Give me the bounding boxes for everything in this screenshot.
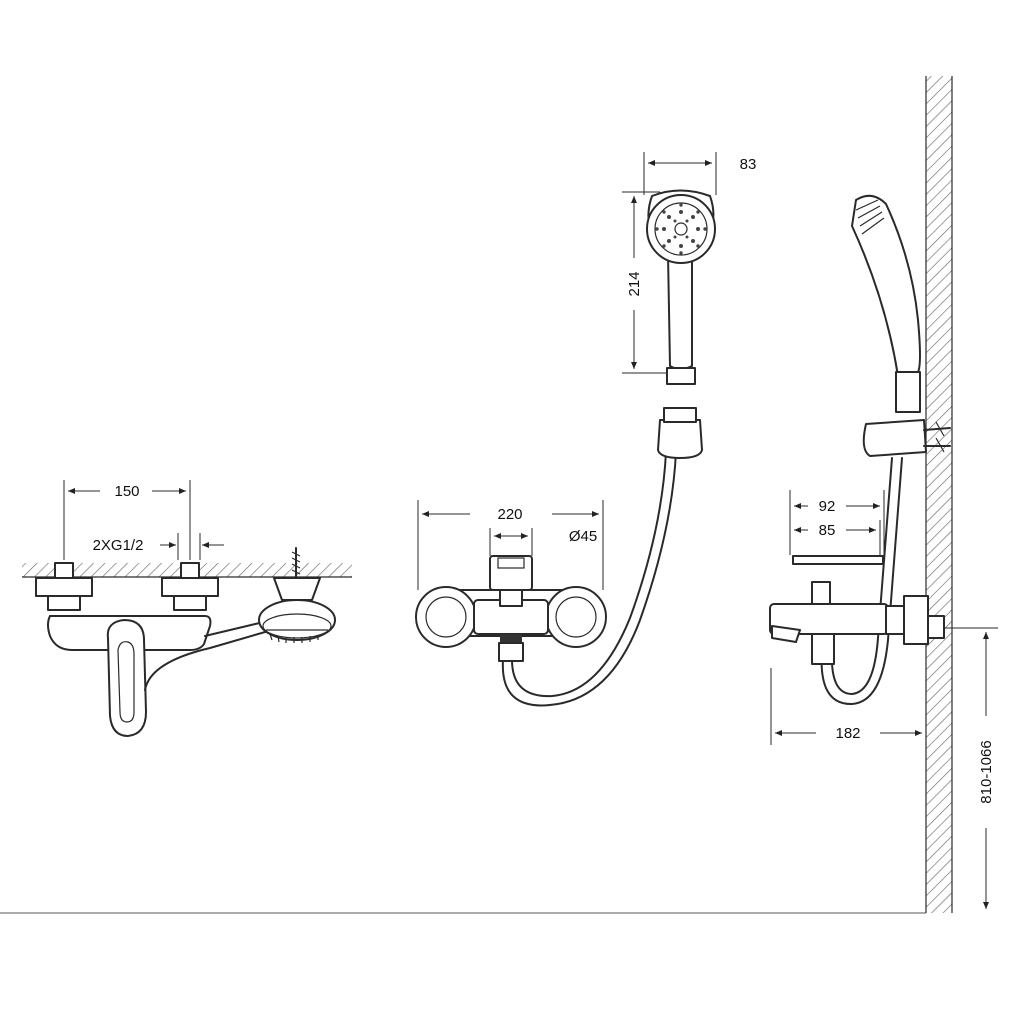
label-214: 214 xyxy=(626,271,643,296)
dim-85 xyxy=(794,520,881,555)
top-view: 150 2XG1/2 xyxy=(22,480,352,737)
label-150: 150 xyxy=(114,483,139,500)
mixer-lever-top xyxy=(106,619,147,737)
dim-220 xyxy=(417,500,604,590)
mixer-body-front xyxy=(415,555,607,662)
label-92: 92 xyxy=(819,498,836,515)
label-diameter: Ø45 xyxy=(569,528,597,545)
side-view: 92 85 182 810-1066 xyxy=(769,194,998,909)
label-182: 182 xyxy=(835,725,860,742)
dim-92 xyxy=(789,490,885,555)
hose-front xyxy=(501,451,677,707)
dim-thread xyxy=(160,533,224,560)
dim-83 xyxy=(643,152,717,195)
dim-diameter xyxy=(489,528,533,556)
handshower-front xyxy=(646,189,716,385)
label-220: 220 xyxy=(497,506,522,523)
dim-214 xyxy=(622,191,668,374)
mixer-body-side xyxy=(769,555,945,665)
connector-right xyxy=(161,562,219,611)
holder-front xyxy=(657,407,703,459)
connector-left xyxy=(35,562,93,611)
label-810-1066: 810-1066 xyxy=(978,740,995,803)
dim-810-1066 xyxy=(944,627,998,909)
holder-side xyxy=(862,419,951,457)
dim-150 xyxy=(63,480,191,560)
handshower-top xyxy=(258,599,336,643)
dim-182 xyxy=(770,668,922,745)
wall-section xyxy=(925,76,953,913)
spray-nozzles xyxy=(655,203,707,255)
label-thread: 2XG1/2 xyxy=(93,537,144,554)
front-view: 220 Ø45 83 214 xyxy=(415,152,757,707)
label-85: 85 xyxy=(819,522,836,539)
handshower-side xyxy=(851,194,921,413)
hose-side xyxy=(820,457,903,706)
label-83: 83 xyxy=(740,156,757,173)
holder-top xyxy=(273,547,321,601)
